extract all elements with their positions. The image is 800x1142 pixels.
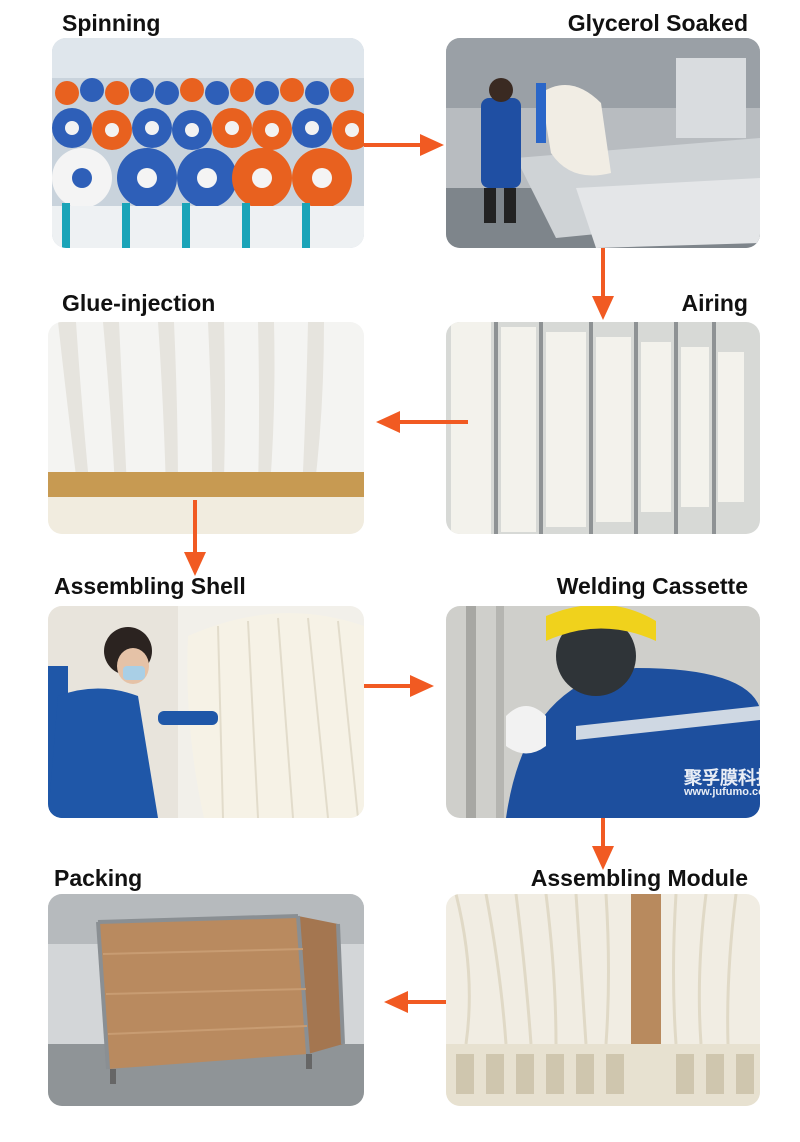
- step-label-assembling-shell: Assembling Shell: [54, 573, 246, 599]
- arrow-glue-injection-to-assembling-shell: [180, 500, 210, 576]
- photo-brand-cn: 聚孚膜科技: [684, 768, 760, 788]
- photo-assembling-shell: [48, 606, 364, 818]
- step-label-airing: Airing: [681, 290, 748, 316]
- photo-packing: [48, 894, 364, 1106]
- arrow-assembling-shell-to-welding: [364, 671, 434, 701]
- arrow-spinning-to-glycerol: [364, 130, 444, 160]
- photo-glycerol-soaked: [446, 38, 760, 248]
- arrow-glycerol-to-airing: [588, 248, 618, 320]
- step-label-packing: Packing: [54, 865, 143, 891]
- step-label-glycerol-soaked: Glycerol Soaked: [567, 10, 748, 36]
- arrow-welding-to-assembling-module: [588, 818, 618, 870]
- step-label-glue-injection: Glue-injection: [62, 290, 216, 316]
- photo-spinning: [52, 38, 364, 248]
- step-label-spinning: Spinning: [62, 10, 161, 36]
- photo-airing: [446, 322, 760, 534]
- photo-assembling-module: [446, 894, 760, 1106]
- arrow-assembling-module-to-packing: [384, 987, 446, 1017]
- step-label-welding-cassette: Welding Cassette: [556, 573, 748, 599]
- photo-glue-injection: [48, 322, 364, 534]
- arrow-airing-to-glue-injection: [376, 407, 468, 437]
- photo-brand-url: www.jufumo.com: [684, 786, 760, 798]
- step-label-assembling-module: Assembling Module: [530, 865, 748, 891]
- photo-welding-cassette: 聚孚膜科技 www.jufumo.com: [446, 606, 760, 818]
